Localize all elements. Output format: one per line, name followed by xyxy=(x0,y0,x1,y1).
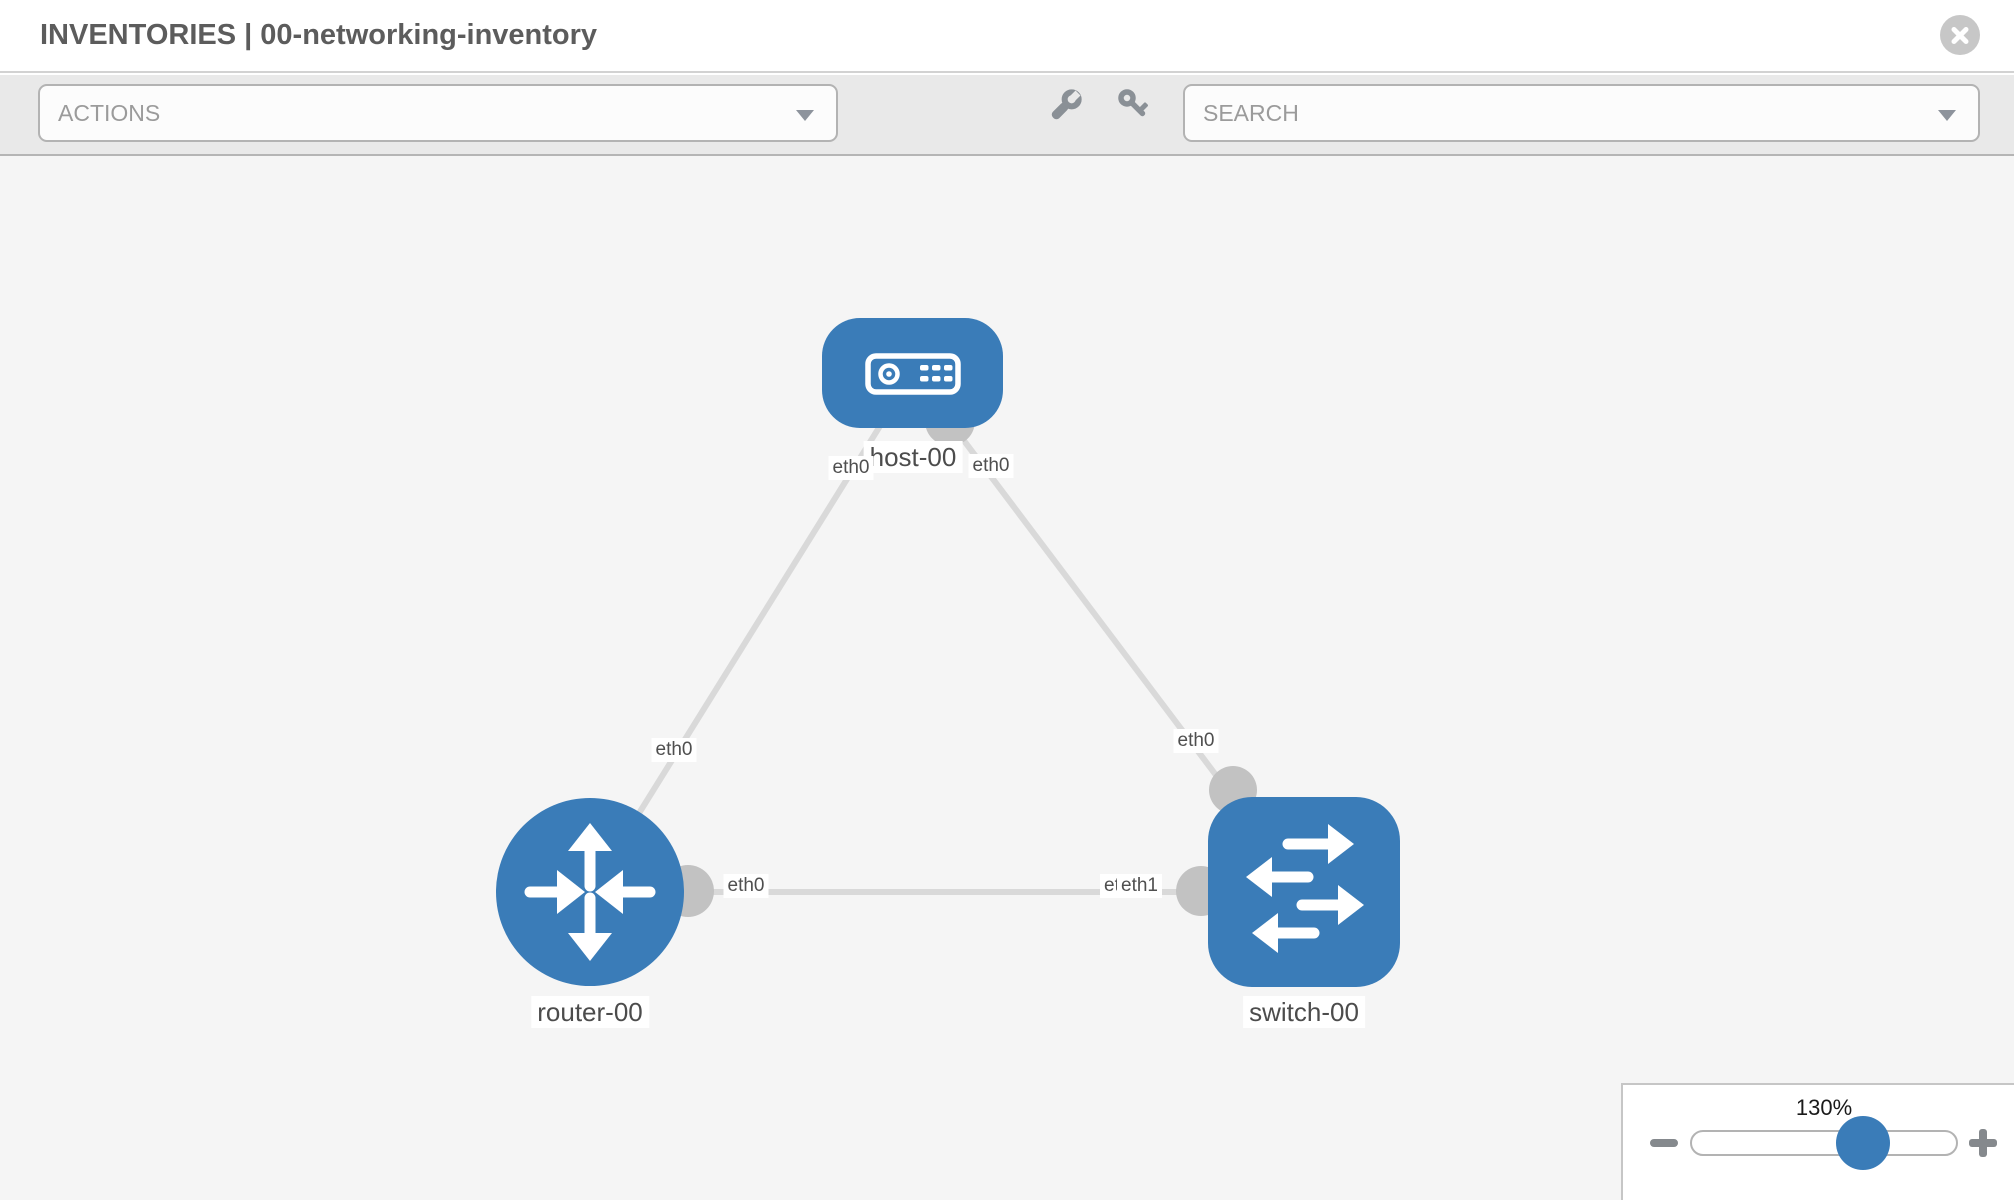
node-router-00[interactable] xyxy=(496,798,684,986)
zoom-slider-handle[interactable] xyxy=(1836,1116,1890,1170)
actions-dropdown[interactable]: ACTIONS xyxy=(38,84,838,142)
toolbar: ACTIONS SEARCH xyxy=(0,75,2014,156)
zoom-in-plus-icon[interactable] xyxy=(1969,1129,1997,1157)
actions-dropdown-label: ACTIONS xyxy=(58,100,161,126)
header-bar: INVENTORIES | 00-networking-inventory xyxy=(0,0,2014,73)
search-dropdown[interactable]: SEARCH xyxy=(1183,84,1980,142)
page-title: INVENTORIES | 00-networking-inventory xyxy=(40,19,598,51)
topology-canvas[interactable] xyxy=(0,156,2014,1200)
interface-label: eth1 xyxy=(1117,874,1162,898)
interface-circles xyxy=(662,396,1257,917)
switch-icon xyxy=(1246,824,1364,953)
zoom-slider-track[interactable] xyxy=(1690,1130,1958,1156)
router-icon xyxy=(524,823,656,961)
zoom-out-minus-icon[interactable] xyxy=(1650,1139,1678,1147)
chevron-down-icon xyxy=(796,110,814,121)
node-label-switch: switch-00 xyxy=(1243,996,1365,1028)
chevron-down-icon xyxy=(1938,110,1956,121)
interface-label: eth0 xyxy=(828,456,874,480)
node-label-router: router-00 xyxy=(531,996,649,1028)
search-dropdown-label: SEARCH xyxy=(1203,100,1299,126)
close-icon[interactable] xyxy=(1940,15,1980,55)
wrench-icon[interactable] xyxy=(1049,88,1083,122)
interface-label: eth0 xyxy=(968,454,1014,478)
zoom-level-value: 130% xyxy=(1795,1095,1853,1120)
node-host-00[interactable] xyxy=(822,318,1003,428)
server-icon xyxy=(865,353,961,395)
node-label-host: host-00 xyxy=(863,441,963,473)
interface-label: eth0 xyxy=(1173,729,1219,753)
interface-label: eth0 xyxy=(651,738,697,762)
interface-label: eth0 xyxy=(723,874,769,898)
node-switch-00[interactable] xyxy=(1208,797,1400,987)
key-icon[interactable] xyxy=(1116,88,1150,122)
